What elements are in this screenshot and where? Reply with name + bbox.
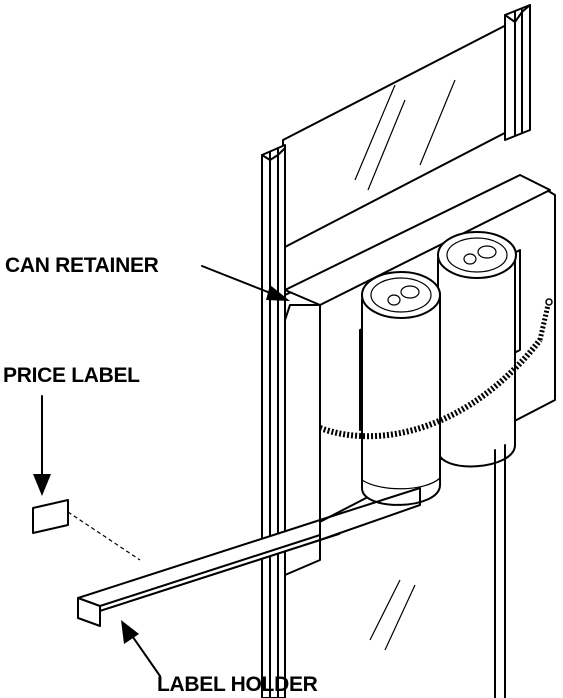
arrow-label-holder bbox=[121, 620, 161, 677]
price-label-label: PRICE LABEL bbox=[3, 364, 140, 387]
left-rail bbox=[261, 144, 286, 698]
price-label-card bbox=[32, 499, 141, 561]
label-holder-bar bbox=[77, 487, 421, 627]
lower-glass bbox=[369, 444, 506, 698]
arrow-price-label bbox=[33, 395, 51, 496]
can-front bbox=[361, 271, 441, 506]
label-holder-label: LABEL HOLDER bbox=[157, 673, 318, 696]
can-rear bbox=[437, 231, 517, 468]
right-rail bbox=[504, 4, 531, 141]
spring-coil bbox=[318, 298, 553, 440]
can-retainer-label: CAN RETAINER bbox=[5, 254, 159, 277]
arrow-can-retainer bbox=[201, 265, 290, 301]
